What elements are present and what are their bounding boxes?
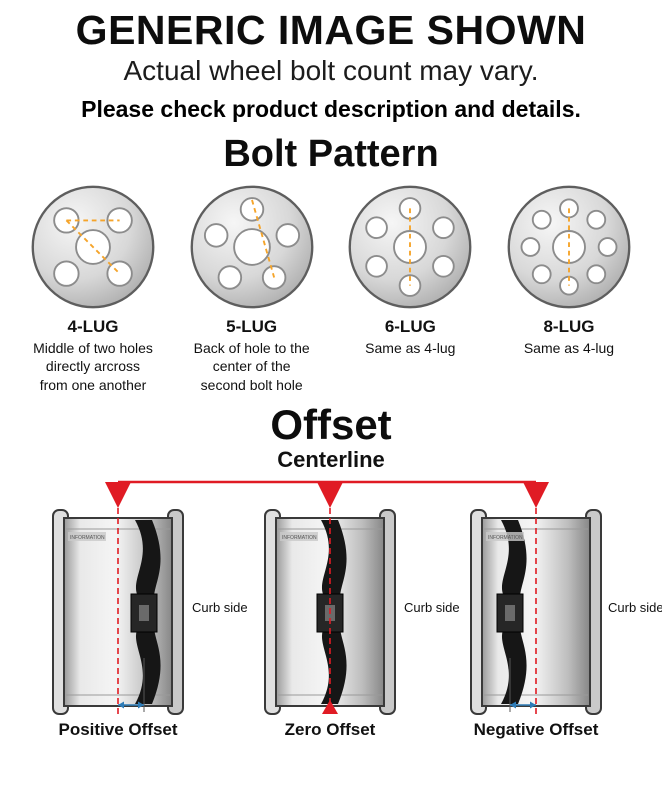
- lug-diagrams-row: 4-LUG Middle of two holes directly arcro…: [0, 183, 662, 394]
- offset-heading: Offset: [270, 401, 392, 449]
- 4-lug-wheel-diagram: [31, 185, 155, 309]
- lug-description: Back of hole to the center of the second…: [193, 339, 310, 393]
- curb-side-label: Curb side: [404, 600, 460, 616]
- svg-text:INFORMATION: INFORMATION: [282, 535, 317, 541]
- lug-label: 6-LUG: [384, 316, 436, 336]
- offset-section: Offset Centerline INFORMATION INFORMATIO…: [0, 404, 662, 746]
- zero-offset-label: Zero Offset: [284, 720, 376, 740]
- subtitle: Actual wheel bolt count may vary.: [123, 54, 539, 86]
- zero-offset-wheel-diagram: INFORMATION: [264, 508, 396, 717]
- lug-item-8lug: 8-LUG Same as 4-lug: [490, 183, 648, 394]
- 8-lug-wheel-diagram: [507, 185, 631, 309]
- negative-offset-wheel-diagram: INFORMATION: [470, 508, 602, 717]
- centerline-marker-line: [105, 481, 549, 509]
- offset-diagrams: INFORMATION INFORMATION INFORMATION Curb…: [0, 474, 662, 746]
- lug-item-5lug: 5-LUG Back of hole to the center of the …: [173, 183, 331, 394]
- lug-label: 5-LUG: [226, 316, 278, 336]
- wheel-infographic: GENERIC IMAGE SHOWN Actual wheel bolt co…: [0, 7, 662, 808]
- lug-label: 4-LUG: [67, 316, 119, 336]
- disclaimer-note: Please check product description and det…: [81, 95, 581, 122]
- header: GENERIC IMAGE SHOWN Actual wheel bolt co…: [0, 7, 662, 122]
- positive-offset-wheel-diagram: INFORMATION: [52, 508, 184, 717]
- curb-side-label: Curb side: [608, 600, 662, 616]
- lug-item-4lug: 4-LUG Middle of two holes directly arcro…: [14, 183, 172, 394]
- svg-text:INFORMATION: INFORMATION: [70, 535, 105, 541]
- negative-offset-label: Negative Offset: [473, 720, 599, 740]
- lug-description: Same as 4-lug: [365, 339, 456, 356]
- lug-item-6lug: 6-LUG Same as 4-lug: [331, 183, 489, 394]
- lug-label: 8-LUG: [543, 316, 595, 336]
- bolt-pattern-heading: Bolt Pattern: [223, 133, 439, 175]
- svg-text:INFORMATION: INFORMATION: [488, 535, 523, 541]
- lug-description: Middle of two holes directly arcross fro…: [33, 339, 153, 393]
- 6-lug-wheel-diagram: [348, 185, 472, 309]
- centerline-label: Centerline: [277, 447, 385, 473]
- 5-lug-wheel-diagram: [190, 185, 314, 309]
- positive-offset-label: Positive Offset: [58, 720, 178, 740]
- lug-description: Same as 4-lug: [523, 339, 615, 356]
- bolt-pattern-section: Bolt Pattern 4-LUG Middle of two holes d…: [0, 133, 662, 394]
- curb-side-label: Curb side: [192, 600, 248, 616]
- main-title: GENERIC IMAGE SHOWN: [75, 7, 587, 53]
